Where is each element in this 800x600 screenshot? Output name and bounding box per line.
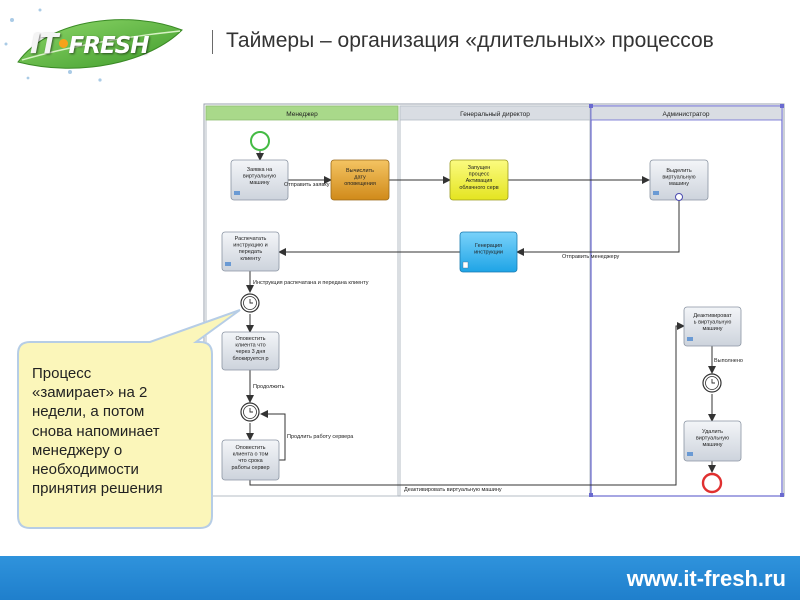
- logo-dot: [58, 38, 68, 48]
- flow-label-continue: Продолжить: [253, 384, 285, 390]
- it-fresh-logo: IT FRESH: [0, 0, 190, 86]
- flow-label-send-request: Отправить заявку: [284, 182, 330, 188]
- flow-label-printed: Инструкция распечатана и передана клиент…: [253, 280, 369, 286]
- lane-admin-label: Администратор: [663, 111, 710, 118]
- callout-text: Процесс «замирает» на 2 недели, а потом …: [32, 365, 163, 498]
- slide-title: Таймеры – организация «длительных» проце…: [226, 29, 714, 52]
- callout-bubble: [17, 309, 241, 529]
- timer-event-1: [240, 293, 260, 313]
- leaf-icon: [4, 8, 183, 82]
- footer-bar: www.it-fresh.ru: [0, 556, 800, 600]
- flow-label-extend: Продлить работу сервера: [287, 434, 354, 440]
- logo-wordmark: IT FRESH: [30, 27, 150, 60]
- lane-admin-header: [590, 105, 783, 121]
- lane-manager-label: Менеджер: [286, 111, 318, 118]
- start-event: [250, 131, 270, 151]
- logo-it: IT: [30, 27, 59, 60]
- timer-event-2: [240, 402, 260, 422]
- flow-label-done: Выполнено: [714, 358, 743, 364]
- logo-fresh: FRESH: [68, 33, 150, 59]
- title-separator: [212, 30, 213, 54]
- lane-director-header: [399, 105, 591, 121]
- flow-label-deactivate: Деактивировать виртуальную машину: [404, 487, 502, 493]
- end-event: [701, 472, 723, 494]
- flow-label-send-manager: Отправить менеджеру: [562, 254, 620, 260]
- lane-manager-header: [205, 105, 399, 121]
- lane-director-label: Генеральный директор: [460, 110, 530, 118]
- footer-website-link[interactable]: www.it-fresh.ru: [626, 566, 786, 591]
- timer-event-3: [702, 373, 722, 393]
